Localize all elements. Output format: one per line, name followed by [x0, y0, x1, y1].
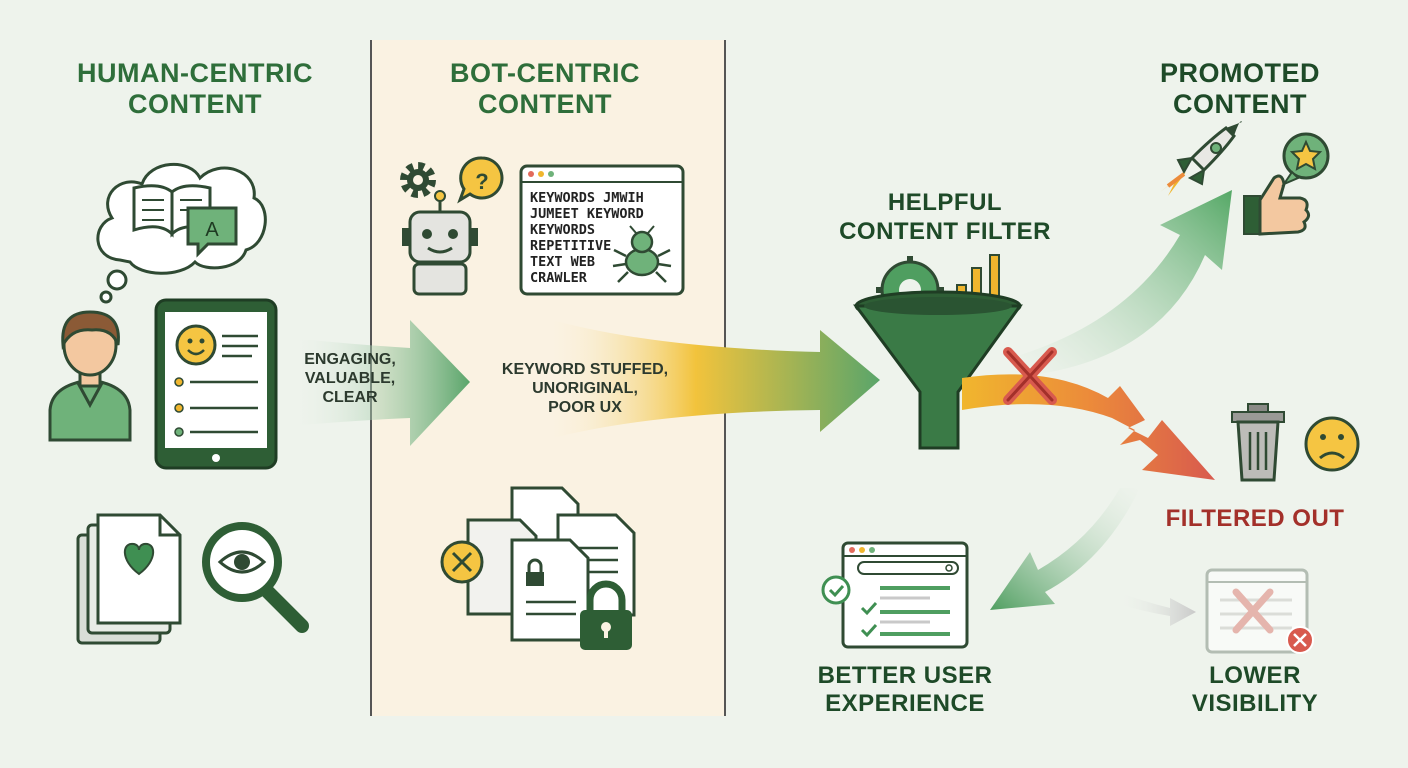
bot-arrow-label: KEYWORD STUFFED, UNORIGINAL, POOR UX	[501, 361, 669, 416]
keyword-line: CRAWLER	[530, 270, 587, 286]
trash-can-icon	[1231, 403, 1285, 482]
faded-browser-icon	[1205, 568, 1309, 654]
rocket-icon	[1160, 121, 1242, 196]
spider-bug-icon	[612, 225, 672, 283]
search-results-browser-icon	[821, 541, 969, 649]
human-arrow	[290, 320, 470, 446]
lower-visibility-arrow	[1118, 592, 1196, 626]
keyword-stuffed-text: KEYWORDS JMWIH JUMEET KEYWORD KEYWORDS R…	[530, 190, 644, 286]
sad-face-icon	[1304, 416, 1360, 472]
keyword-line: KEYWORDS JMWIH	[530, 190, 644, 206]
human-arrow-label: ENGAGING, VALUABLE, CLEAR	[304, 351, 396, 406]
error-badge-icon	[1286, 626, 1314, 654]
filtered-out-heading: FILTERED OUT	[1165, 505, 1345, 532]
keyword-line: KEYWORDS	[530, 222, 596, 238]
better-ux-arrow	[990, 488, 1140, 610]
human-centric-heading: HUMAN-CENTRIC CONTENT	[77, 58, 313, 119]
thumbs-up-icon	[1243, 174, 1311, 236]
question-mark: ?	[475, 169, 488, 194]
better-ux-heading: BETTER USER EXPERIENCE	[817, 662, 993, 717]
keyword-line: TEXT WEB	[530, 254, 596, 270]
filtered-arrow	[962, 374, 1215, 480]
speech-letter: A	[205, 219, 219, 241]
star-bubble-icon	[1281, 132, 1330, 187]
speech-bubble-icon	[186, 206, 238, 258]
gear-icon	[400, 162, 436, 198]
keyword-line: JUMEET KEYWORD	[530, 206, 644, 222]
funnel-icon	[853, 290, 1023, 450]
bot-arrow	[545, 318, 880, 440]
robot-icon	[402, 190, 478, 296]
red-x-icon	[1003, 347, 1057, 405]
keyword-line: REPETITIVE	[530, 238, 612, 254]
lower-visibility-heading: LOWER VISIBILITY	[1191, 662, 1319, 717]
thought-bubble-icon	[96, 163, 267, 304]
promoted-heading: PROMOTED CONTENT	[1159, 58, 1320, 119]
question-bubble-icon	[457, 156, 504, 204]
documents-heart-icon	[76, 513, 182, 645]
locked-documents-icon	[440, 486, 636, 650]
tablet-icon	[154, 298, 278, 470]
helpful-filter-heading: HELPFUL CONTENT FILTER	[839, 189, 1051, 245]
person-avatar-icon	[48, 310, 132, 442]
bot-centric-heading: BOT-CENTRIC CONTENT	[450, 58, 640, 119]
magnifier-eye-icon	[202, 522, 309, 633]
